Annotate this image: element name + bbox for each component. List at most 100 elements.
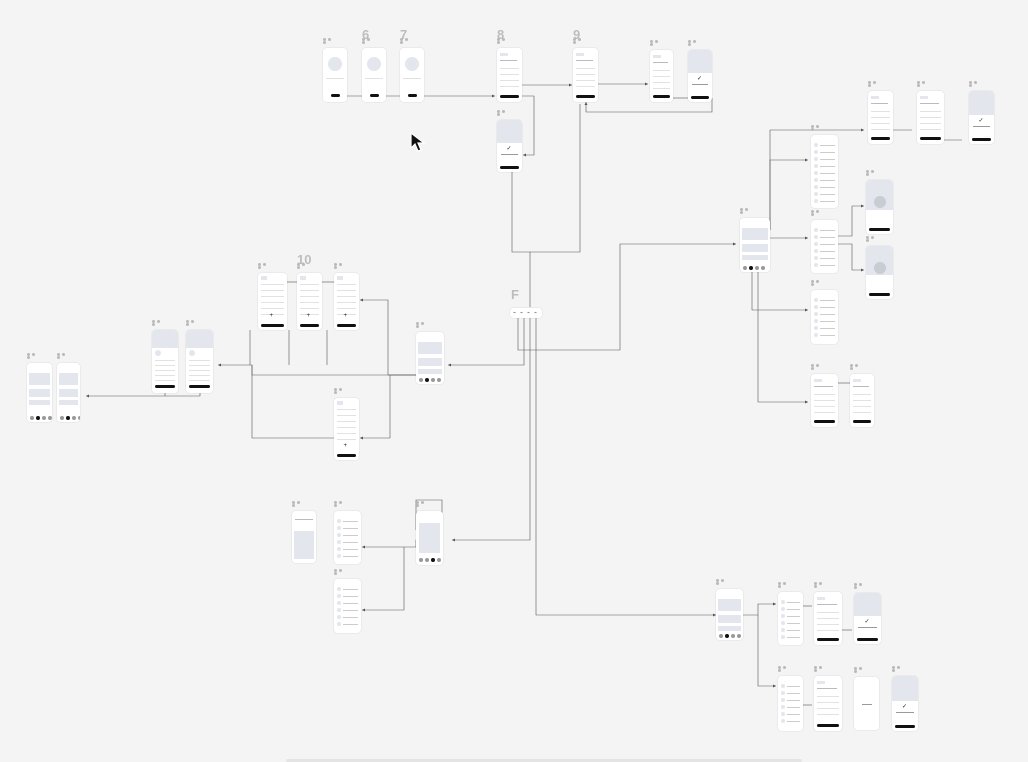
form-field bbox=[576, 80, 595, 81]
wireframe-screen-36[interactable] bbox=[814, 592, 842, 645]
settings-row bbox=[337, 314, 356, 315]
frame-menu-dots[interactable] bbox=[152, 320, 166, 326]
nav-dot bbox=[66, 416, 70, 420]
wireframe-screen-30[interactable] bbox=[866, 246, 893, 299]
wireframe-screen-2[interactable] bbox=[362, 48, 386, 102]
wireframe-screen-15[interactable] bbox=[152, 330, 178, 393]
wireframe-screen-21[interactable] bbox=[416, 511, 443, 565]
wireframe-screen-10[interactable]: + bbox=[258, 273, 287, 330]
frame-menu-dots[interactable] bbox=[258, 263, 272, 269]
wireframe-screen-11[interactable]: + bbox=[297, 273, 322, 330]
save-button bbox=[261, 324, 284, 327]
wireframe-screen-27[interactable] bbox=[811, 135, 838, 208]
frame-menu-dots[interactable] bbox=[814, 666, 828, 672]
frame-menu-dots[interactable] bbox=[416, 501, 430, 507]
horizontal-scrollbar[interactable] bbox=[286, 759, 802, 762]
frame-menu-dots[interactable] bbox=[186, 320, 200, 326]
frame-menu-dots[interactable] bbox=[868, 81, 882, 87]
frame-menu-dots[interactable] bbox=[400, 38, 414, 44]
frame-menu-dots[interactable] bbox=[854, 667, 868, 673]
list-item bbox=[820, 145, 835, 146]
wireframe-screen-13[interactable] bbox=[416, 332, 444, 384]
frame-menu-dots[interactable] bbox=[688, 40, 702, 46]
frame-menu-dots[interactable] bbox=[497, 38, 511, 44]
wireframe-screen-32[interactable] bbox=[811, 374, 838, 427]
wireframe-screen-9[interactable]: ⌁⌁⌁⌁ bbox=[510, 308, 542, 318]
settings-row bbox=[337, 308, 356, 309]
arrowhead-11 bbox=[218, 363, 221, 367]
frame-menu-dots[interactable] bbox=[917, 81, 931, 87]
wireframe-screen-17[interactable] bbox=[27, 363, 52, 422]
list-item bbox=[820, 230, 835, 231]
frame-menu-dots[interactable] bbox=[811, 125, 825, 131]
wireframe-screen-41[interactable]: ✓ bbox=[892, 676, 918, 731]
wireframe-screen-20[interactable] bbox=[334, 511, 361, 564]
frame-menu-dots[interactable] bbox=[866, 236, 880, 242]
divider bbox=[403, 78, 421, 79]
nav-dot bbox=[72, 416, 76, 420]
wireframe-screen-19[interactable] bbox=[292, 511, 316, 563]
frame-menu-dots[interactable] bbox=[778, 582, 792, 588]
list-item bbox=[820, 328, 835, 329]
nav-dot bbox=[731, 634, 735, 638]
frame-menu-dots[interactable] bbox=[740, 208, 754, 214]
wireframe-screen-18[interactable] bbox=[57, 363, 80, 422]
wireframe-screen-25[interactable] bbox=[917, 91, 944, 144]
frame-menu-dots[interactable] bbox=[334, 569, 348, 575]
frame-menu-dots[interactable] bbox=[573, 38, 587, 44]
frame-menu-dots[interactable] bbox=[854, 583, 868, 589]
wireframe-screen-5[interactable] bbox=[573, 48, 598, 102]
frame-menu-dots[interactable] bbox=[334, 501, 348, 507]
wireframe-screen-39[interactable] bbox=[814, 676, 842, 731]
frame-menu-dots[interactable] bbox=[811, 280, 825, 286]
wireframe-screen-8[interactable]: ✓ bbox=[497, 120, 522, 172]
wireframe-screen-38[interactable] bbox=[778, 676, 803, 731]
wireframe-screen-37[interactable]: ✓ bbox=[854, 593, 881, 644]
wireframe-screen-3[interactable] bbox=[400, 48, 424, 102]
wireframe-screen-26[interactable]: ✓ bbox=[969, 91, 994, 144]
wireframe-screen-12[interactable]: + bbox=[334, 273, 359, 330]
hub-icon: ⌁ bbox=[527, 310, 531, 316]
frame-menu-dots[interactable] bbox=[811, 364, 825, 370]
wireframe-screen-34[interactable] bbox=[716, 589, 743, 640]
wireframe-screen-14[interactable]: + bbox=[334, 398, 359, 460]
wireframe-screen-22[interactable] bbox=[334, 579, 361, 633]
frame-menu-dots[interactable] bbox=[292, 501, 306, 507]
wireframe-screen-31[interactable] bbox=[811, 290, 838, 344]
wireframe-screen-33[interactable] bbox=[850, 374, 874, 427]
frame-menu-dots[interactable] bbox=[814, 582, 828, 588]
frame-menu-dots[interactable] bbox=[892, 666, 906, 672]
frame-menu-dots[interactable] bbox=[297, 263, 311, 269]
wireframe-screen-28[interactable] bbox=[811, 220, 838, 273]
wireframe-screen-40[interactable] bbox=[854, 677, 879, 730]
frame-menu-dots[interactable] bbox=[866, 170, 880, 176]
wireframe-screen-29[interactable] bbox=[866, 180, 893, 234]
frame-menu-dots[interactable] bbox=[778, 666, 792, 672]
settings-row bbox=[300, 296, 319, 297]
list-item bbox=[787, 700, 800, 701]
wireframe-screen-24[interactable] bbox=[868, 91, 893, 144]
frame-menu-dots[interactable] bbox=[334, 263, 348, 269]
frame-menu-dots[interactable] bbox=[650, 40, 664, 46]
wireframe-screen-4[interactable] bbox=[497, 48, 522, 102]
frame-menu-dots[interactable] bbox=[27, 353, 41, 359]
frame-menu-dots[interactable] bbox=[497, 110, 511, 116]
frame-menu-dots[interactable] bbox=[334, 388, 348, 394]
frame-menu-dots[interactable] bbox=[323, 38, 337, 44]
wireframe-screen-1[interactable] bbox=[323, 48, 347, 102]
wireframe-screen-35[interactable] bbox=[778, 592, 803, 645]
frame-menu-dots[interactable] bbox=[57, 353, 71, 359]
wireframe-screen-7[interactable]: ✓ bbox=[688, 50, 712, 102]
chart-placeholder bbox=[418, 342, 442, 354]
wireframe-screen-16[interactable] bbox=[186, 330, 213, 393]
list-item bbox=[343, 610, 358, 611]
frame-menu-dots[interactable] bbox=[811, 210, 825, 216]
frame-menu-dots[interactable] bbox=[850, 364, 864, 370]
frame-menu-dots[interactable] bbox=[416, 322, 430, 328]
frame-menu-dots[interactable] bbox=[716, 579, 730, 585]
frame-menu-dots[interactable] bbox=[969, 81, 983, 87]
frame-menu-dots[interactable] bbox=[362, 38, 376, 44]
wireframe-screen-23[interactable] bbox=[740, 218, 770, 272]
wireframe-screen-6[interactable] bbox=[650, 50, 673, 102]
